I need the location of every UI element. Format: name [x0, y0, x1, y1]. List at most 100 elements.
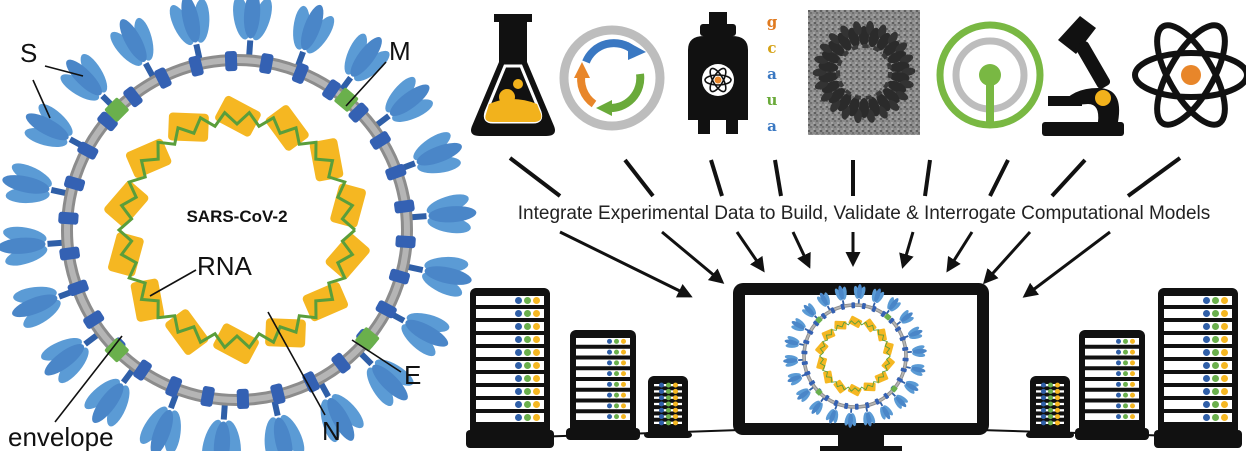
- spike-protein: [853, 284, 866, 306]
- envelope-protein: [884, 313, 892, 321]
- membrane-protein: [394, 199, 415, 214]
- sars-cov-2-virion: [0, 0, 477, 451]
- membrane-protein: [851, 302, 856, 309]
- server-rack: [566, 330, 640, 440]
- reactor-atom-icon: [688, 12, 748, 134]
- spike-protein: [335, 33, 390, 98]
- envelope-pointer: [54, 335, 123, 423]
- atom-icon: [1132, 22, 1246, 128]
- membrane-protein: [902, 346, 909, 352]
- membrane-protein: [83, 310, 105, 329]
- server-racks: [466, 288, 1242, 448]
- cryo-particle: [812, 68, 839, 83]
- membrane-protein: [133, 359, 152, 381]
- data-flow-arrow: [791, 231, 811, 269]
- sequence-letter-1: g: [767, 13, 778, 31]
- nucleocapsid-protein: [265, 105, 309, 151]
- envelope-protein: [815, 388, 823, 396]
- spike-protein: [898, 379, 919, 394]
- data-flow-arrow: [623, 158, 655, 198]
- membrane-protein: [844, 402, 849, 410]
- spike-protein: [40, 328, 105, 384]
- cryo-particle: [866, 96, 880, 123]
- cryo-particle: [882, 40, 908, 56]
- data-flow-arrow: [559, 230, 693, 298]
- membrane-protein: [200, 386, 215, 407]
- spike-protein: [12, 286, 81, 328]
- data-flow-arrow: [988, 159, 1010, 197]
- monitor-virion-model: [783, 284, 927, 428]
- sequence-letter-2: c: [767, 39, 776, 57]
- membrane-protein: [302, 371, 320, 393]
- membrane-protein: [322, 79, 341, 101]
- membrane-protein: [331, 352, 351, 374]
- rna-genome: [818, 320, 891, 392]
- spike-protein: [60, 53, 121, 114]
- membrane-protein: [896, 377, 903, 383]
- membrane-protein: [375, 300, 397, 319]
- nucleocapsid-protein: [265, 318, 306, 348]
- nucleocapsid-protein: [302, 282, 349, 322]
- membrane-protein: [833, 399, 839, 407]
- membrane-protein: [385, 163, 407, 181]
- cryo-particle: [848, 21, 862, 48]
- sequence-letter-4: u: [767, 91, 778, 109]
- spike-protein: [315, 375, 364, 443]
- spike-protein: [825, 402, 839, 424]
- membrane-protein: [874, 398, 880, 405]
- membrane-protein: [808, 380, 816, 386]
- spike-pointer-1: [44, 65, 84, 77]
- nucleocapsid-label: N: [322, 416, 341, 446]
- membrane-protein: [820, 312, 827, 320]
- rna-pointer: [149, 269, 197, 297]
- cryo-particle: [837, 25, 852, 51]
- envelope-protein: [815, 316, 823, 324]
- envelope-protein-label: E: [404, 360, 421, 390]
- spike-protein: [292, 4, 335, 74]
- membrane-protein: [899, 336, 906, 342]
- spike-protein: [0, 226, 70, 266]
- flask-icon: [471, 14, 555, 136]
- monitor-icon: [733, 283, 989, 451]
- spike-protein: [84, 362, 139, 427]
- data-flow-arrow: [1022, 230, 1111, 298]
- membrane-protein: [67, 279, 89, 297]
- spike-protein: [816, 292, 832, 313]
- nucleocapsid-protein: [821, 328, 836, 341]
- cryo-particle: [876, 93, 891, 119]
- server-rack: [1026, 376, 1074, 438]
- nucleocapsid-protein: [213, 323, 259, 365]
- membrane-protein: [188, 55, 204, 77]
- data-flow-arrow: [773, 159, 783, 197]
- sequence-letter-5: a: [767, 117, 777, 135]
- membrane-pointer: [345, 61, 387, 107]
- cryo-particle: [820, 88, 846, 104]
- server-rack: [1154, 288, 1242, 448]
- server-rack: [466, 288, 554, 448]
- rna-genome: [116, 110, 356, 350]
- membrane-protein: [58, 211, 79, 225]
- data-flow-arrow: [946, 231, 974, 273]
- data-flow-arrow: [709, 159, 724, 197]
- membrane-protein: [883, 392, 890, 400]
- membrane-protein: [864, 402, 870, 409]
- cryo-particle: [887, 50, 914, 64]
- membrane-protein: [813, 320, 820, 327]
- membrane-protein: [804, 370, 811, 376]
- membrane-protein: [801, 350, 808, 355]
- membrane-protein: [840, 303, 846, 310]
- membrane-protein: [803, 339, 810, 345]
- data-flow-arrow: [923, 159, 932, 197]
- microscope-icon: [1042, 16, 1124, 136]
- membrane-protein: [224, 51, 238, 72]
- caption-text: Integrate Experimental Data to Build, Va…: [518, 203, 1210, 224]
- cryo-em-micrograph-icon: [808, 10, 920, 135]
- membrane-protein: [854, 403, 859, 410]
- signal-ring-icon: [936, 21, 1044, 129]
- membrane-protein: [823, 394, 830, 402]
- membrane-protein: [900, 367, 907, 373]
- spike-protein: [871, 288, 885, 310]
- envelope-protein: [104, 338, 129, 363]
- membrane-protein: [807, 329, 814, 335]
